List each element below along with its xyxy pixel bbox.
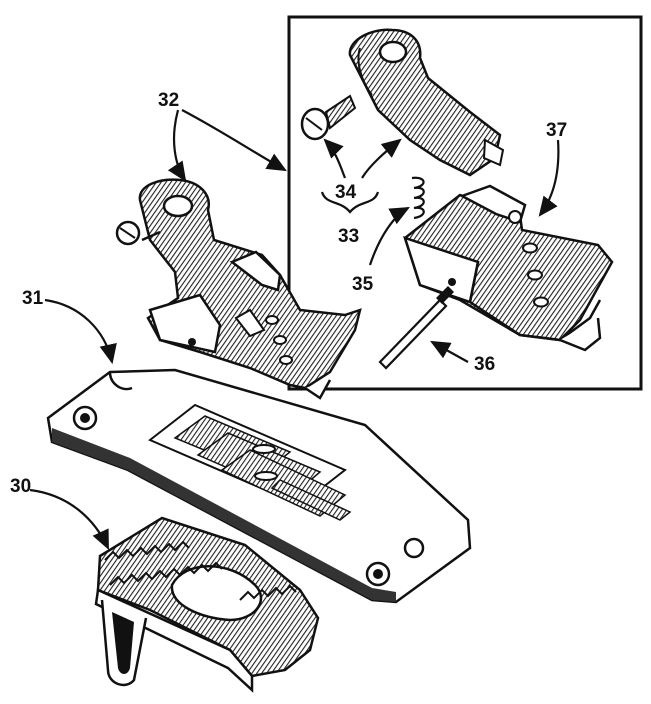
hinge-pin-part: [378, 286, 454, 370]
throat-plate-part: [46, 368, 472, 604]
label-35: 35: [352, 274, 374, 295]
leader-35: [368, 206, 410, 266]
leader-32b: [181, 109, 287, 172]
leader-31: [44, 298, 117, 365]
label-33: 33: [338, 226, 359, 247]
label-32: 32: [158, 90, 179, 111]
leader-37: [538, 139, 560, 217]
label-31: 31: [22, 288, 44, 309]
label-37: 37: [546, 120, 567, 141]
brace-33: [320, 191, 380, 214]
spring-part: [411, 176, 425, 220]
leader-34b: [361, 138, 402, 179]
label-30: 30: [10, 476, 31, 497]
label-36: 36: [474, 354, 495, 375]
leader-36: [430, 340, 469, 363]
leader-lines: [29, 109, 560, 550]
feed-dog-part: [94, 516, 320, 693]
label-34: 34: [335, 182, 357, 203]
inset-frame: [287, 15, 643, 391]
leader-34: [323, 138, 347, 179]
hinge-screw-part: [300, 94, 357, 141]
presser-foot-assembly-part: [115, 178, 362, 400]
leader-30: [29, 488, 109, 550]
leader-32a: [167, 109, 187, 182]
presser-foot-sole-part: [348, 28, 614, 352]
